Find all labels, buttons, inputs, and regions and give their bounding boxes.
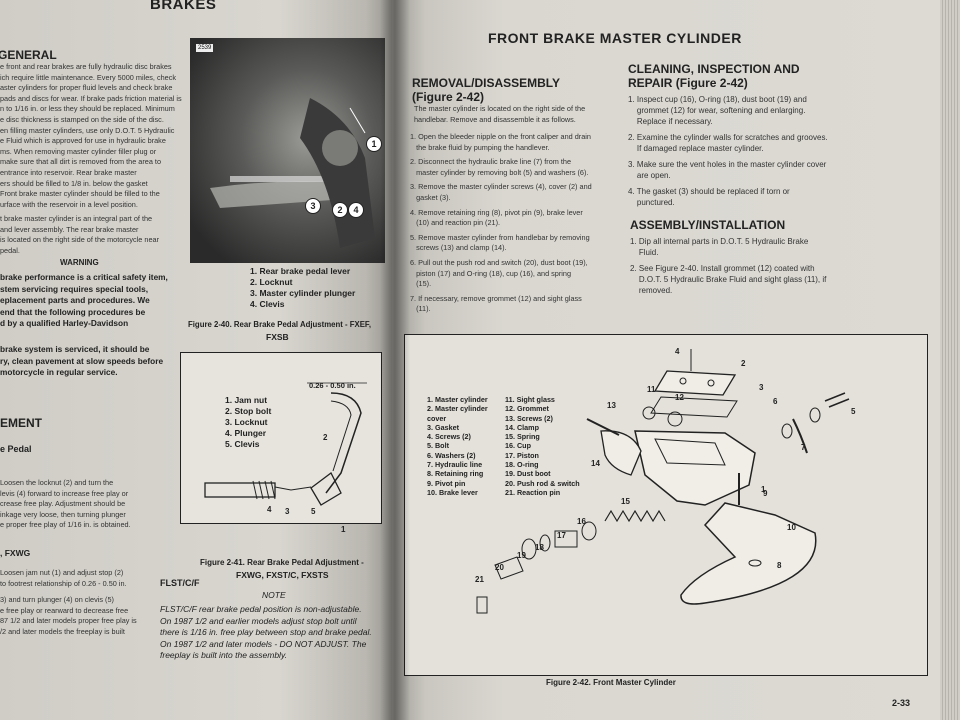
part-number-2: 2 [741, 359, 746, 368]
part-number-18: 18 [535, 543, 544, 552]
page-edges [940, 0, 960, 720]
part-number-1: 1 [761, 485, 766, 494]
assembly-title: ASSEMBLY/INSTALLATION [630, 218, 786, 232]
flst-subtitle: FLST/C/F [160, 578, 200, 588]
assembly-steps: 1. Dip all internal parts in D.O.T. 5 Hy… [630, 237, 827, 295]
cleaning-steps: 1. Inspect cup (16), O-ring (18), dust b… [628, 95, 828, 207]
photo-callout-4: 4 [348, 202, 364, 218]
fig41-callout-1: 1 [341, 525, 346, 534]
fxwg-subtitle: , FXWG [0, 548, 31, 558]
photo-tag: 2539 [196, 44, 214, 52]
part-number-19: 19 [517, 551, 526, 560]
part-number-16: 16 [577, 517, 586, 526]
part-number-11: 11 [647, 385, 656, 394]
rear-brake-photo: 2539 3 2 4 1 [190, 38, 385, 263]
fig41-callout-3: 3 [285, 507, 290, 516]
photo-shapes [210, 98, 375, 248]
integral-text: t brake master cylinder is an integral p… [0, 214, 159, 255]
part-number-21: 21 [475, 575, 484, 584]
photo-callout-1: 1 [366, 136, 382, 152]
part-number-10: 10 [787, 523, 796, 532]
fig41-callout-5: 5 [311, 507, 316, 516]
part-number-13: 13 [607, 401, 616, 410]
part-number-14: 14 [591, 459, 600, 468]
part-number-20: 20 [495, 563, 504, 572]
pedal-subtitle: e Pedal [0, 444, 32, 454]
part-number-6: 6 [773, 397, 778, 406]
fig42-caption: Figure 2-42. Front Master Cylinder [546, 678, 676, 687]
adjustment-section-title: EMENT [0, 416, 42, 430]
part-number-12: 12 [675, 393, 684, 402]
fig41-caption: Figure 2-41. Rear Brake Pedal Adjustment… [200, 558, 364, 567]
warning-text: brake performance is a critical safety i… [0, 272, 168, 328]
left-page: BRAKES GENERAL e front and rear brakes a… [0, 0, 398, 720]
removal-figure-ref: (Figure 2-42) [412, 90, 485, 104]
fig41-dimension: 0.26 - 0.50 in. [309, 381, 356, 390]
general-text: e front and rear brakes are fully hydrau… [0, 62, 182, 209]
fig40-caption: Figure 2-40. Rear Brake Pedal Adjustment… [188, 320, 371, 329]
fig41-drawing [204, 382, 367, 506]
fig41-callout-4: 4 [267, 505, 272, 514]
removal-title: REMOVAL/DISASSEMBLY [412, 76, 561, 90]
part-number-3: 3 [759, 383, 764, 392]
part-number-4: 4 [675, 347, 680, 356]
general-section-title: GENERAL [0, 48, 57, 62]
photo-callout-3: 3 [305, 198, 321, 214]
part-number-17: 17 [557, 531, 566, 540]
part-number-5: 5 [851, 407, 856, 416]
left-page-header: BRAKES [150, 0, 217, 13]
right-page-title: FRONT BRAKE MASTER CYLINDER [488, 30, 742, 46]
cleaning-title-2: REPAIR (Figure 2-42) [628, 76, 748, 90]
photo-callout-2: 2 [332, 202, 348, 218]
removal-intro: The master cylinder is located on the ri… [414, 104, 586, 124]
warning-title: WARNING [60, 258, 99, 267]
part-number-8: 8 [777, 561, 782, 570]
removal-steps: 1. Open the bleeder nipple on the front … [410, 132, 592, 314]
part-number-7: 7 [801, 443, 806, 452]
right-page: FRONT BRAKE MASTER CYLINDER REMOVAL/DISA… [392, 0, 952, 720]
fig41-callout-2: 2 [323, 433, 328, 442]
part-number-15: 15 [621, 497, 630, 506]
fig41-caption-2: FXWG, FXST/C, FXSTS [236, 570, 329, 580]
part-number-9: 9 [763, 489, 768, 498]
page-number: 2-33 [892, 698, 911, 708]
note-text: FLST/C/F rear brake pedal position is no… [160, 604, 372, 661]
exploded-view-drawing [476, 349, 850, 614]
fxwg-text: Loosen jam nut (1) and adjust stop (2)to… [0, 568, 137, 636]
note-title: NOTE [262, 590, 286, 600]
fig40-caption-2: FXSB [266, 332, 289, 342]
cleaning-title: CLEANING, INSPECTION AND [628, 62, 800, 76]
